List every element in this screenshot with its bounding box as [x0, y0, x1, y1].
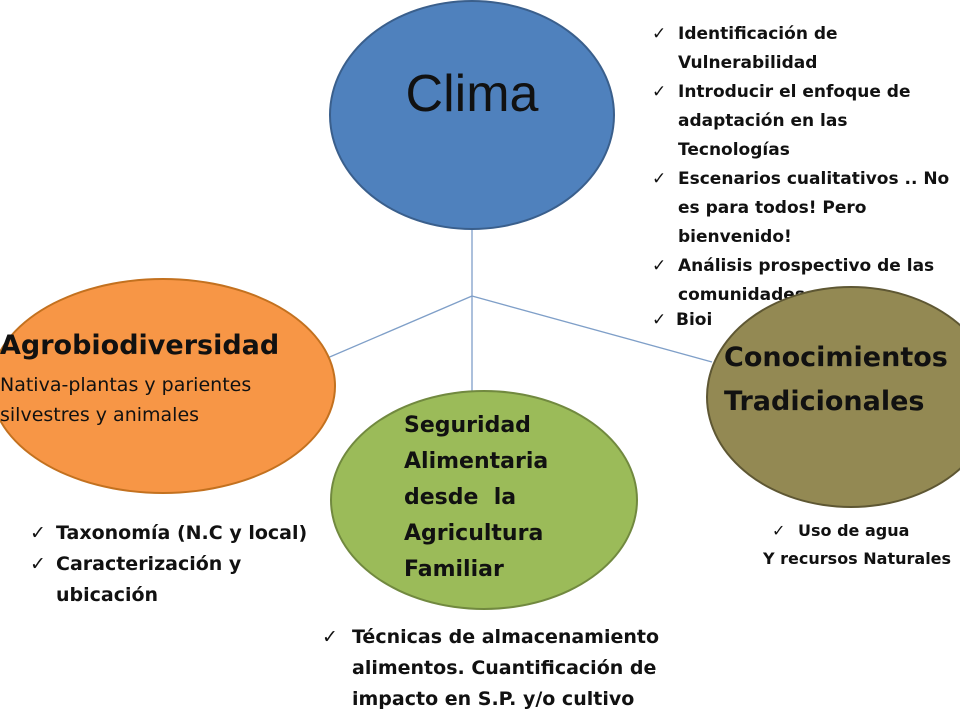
seguridad-line-3: desde la	[404, 485, 517, 510]
clima-list-item: Análisis prospectivo de las comunidades	[648, 252, 954, 310]
clima-list-extra: Bioi	[648, 306, 848, 335]
clima-list: Identificación de Vulnerabilidad Introdu…	[648, 20, 954, 310]
seguridad-node	[330, 390, 638, 610]
clima-list-item: Bioi	[648, 306, 848, 335]
clima-title: Clima	[405, 65, 539, 123]
agro-title: Agrobiodiversidad	[0, 330, 280, 361]
seguridad-line-2: Alimentaria	[404, 449, 549, 474]
conocimientos-line-2: Tradicionales	[724, 386, 925, 417]
seguridad-line-1: Seguridad	[404, 413, 531, 438]
conocimientos-list-item: Uso de agua	[768, 517, 958, 545]
line-hub-conocimientos	[471, 295, 713, 363]
agro-list: Taxonomía (N.C y local) Caracterización …	[26, 518, 326, 611]
agro-node	[0, 278, 336, 494]
seguridad-line-4: Agricultura	[404, 521, 544, 546]
clima-list-item: Escenarios cualitativos .. No es para to…	[648, 165, 954, 252]
conocimientos-label: Conocimientos Tradicionales	[724, 336, 948, 424]
seguridad-line-5: Familiar	[404, 557, 504, 582]
conocimientos-line-1: Conocimientos	[724, 342, 948, 373]
clima-list-item: Introducir el enfoque de adaptación en l…	[648, 78, 954, 165]
clima-node: Clima	[329, 0, 615, 230]
agro-list-item: Caracterización y ubicación	[26, 549, 326, 611]
conocimientos-list: Uso de agua	[768, 517, 958, 545]
seguridad-label: Seguridad Alimentaria desde la Agricultu…	[404, 408, 548, 588]
seguridad-list-item: Técnicas de almacenamiento alimentos. Cu…	[318, 622, 663, 715]
line-hub-agro	[317, 295, 473, 363]
clima-list-item: Identificación de Vulnerabilidad	[648, 20, 954, 78]
conocimientos-node	[706, 286, 960, 508]
agro-list-item: Taxonomía (N.C y local)	[26, 518, 326, 549]
seguridad-list: Técnicas de almacenamiento alimentos. Cu…	[318, 622, 663, 715]
agro-subtitle: Nativa-plantas y parientes silvestres y …	[0, 374, 252, 426]
conocimientos-list-extra: Y recursos Naturales	[763, 549, 952, 568]
